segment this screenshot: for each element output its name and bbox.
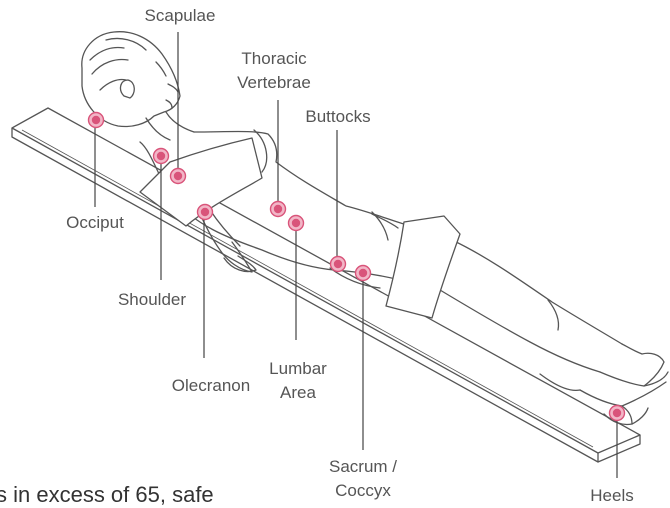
marker-sacrum [356,266,371,281]
label-occiput: Occiput [66,213,124,232]
marker-heels [610,406,625,421]
marker-lumbar [289,216,304,231]
marker-olecranon [198,205,213,220]
pressure-markers [89,113,625,421]
marker-buttocks [331,257,346,272]
label-sacrum-line2: Coccyx [335,481,391,500]
marker-occiput [89,113,104,128]
footer-text: s in excess of 65, safe [0,482,214,508]
hip-strap [386,216,460,318]
marker-shoulder [154,149,169,164]
label-shoulder: Shoulder [118,290,186,309]
label-buttocks: Buttocks [305,107,370,126]
label-lumbar-line2: Area [280,383,316,402]
marker-thoracic [271,202,286,217]
board [12,108,640,462]
label-thoracic-line2: Vertebrae [237,73,311,92]
label-sacrum-line1: Sacrum / [329,457,397,476]
label-heels: Heels [590,486,633,505]
label-thoracic-line1: Thoracic [241,49,307,68]
marker-scapulae [171,169,186,184]
label-scapulae: Scapulae [145,6,216,25]
label-olecranon: Olecranon [172,376,250,395]
label-lumbar-line1: Lumbar [269,359,327,378]
